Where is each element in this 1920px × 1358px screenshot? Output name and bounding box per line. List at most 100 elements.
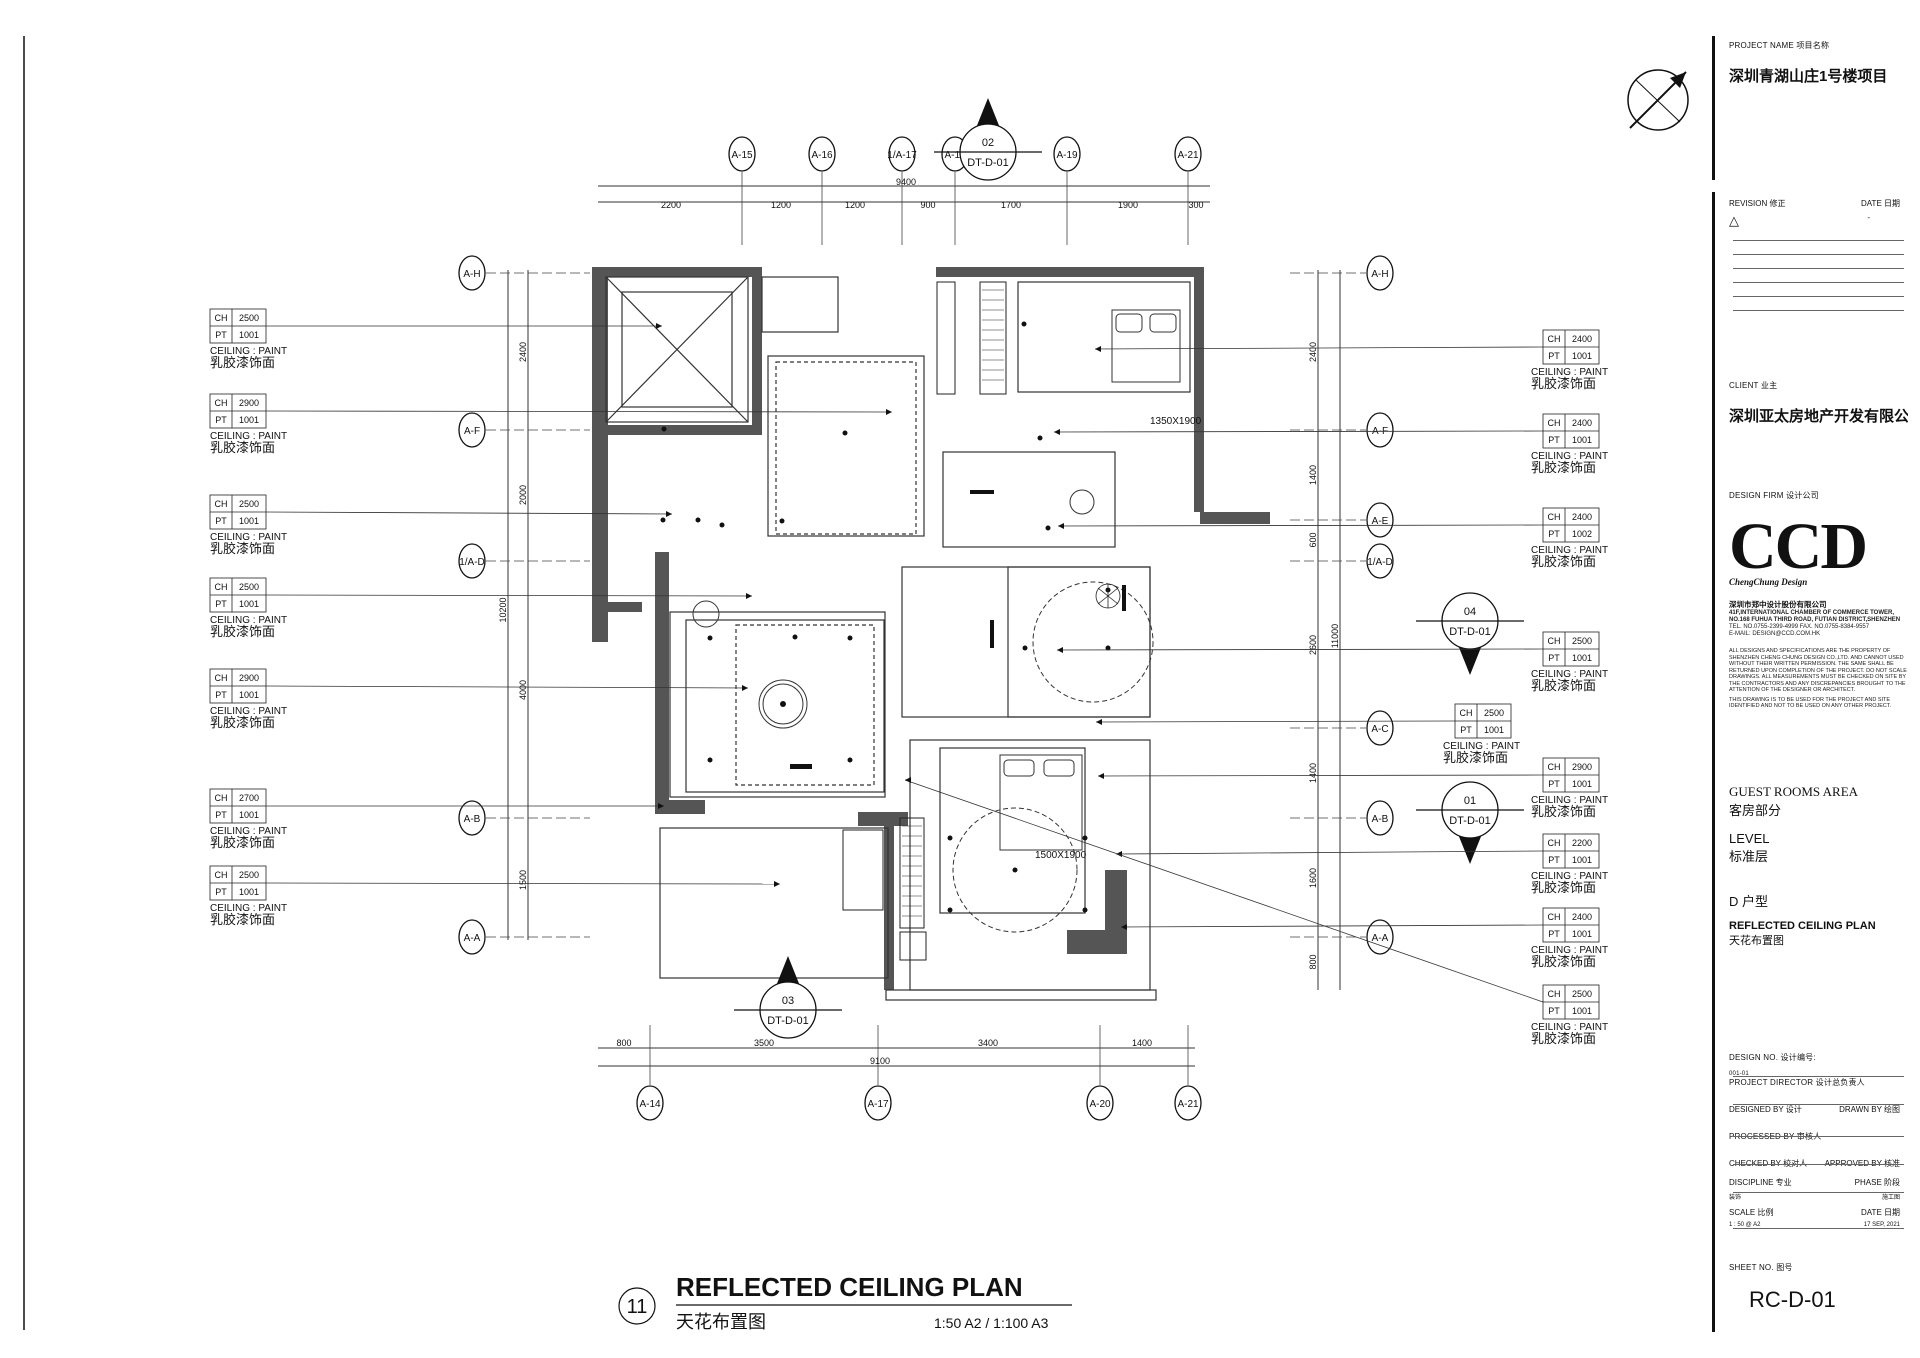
tag-pt-value: 1001 <box>1572 855 1592 865</box>
tag-arrow-icon <box>1121 924 1127 930</box>
plant-icon <box>1095 583 1121 609</box>
tag-pt-label: PT <box>215 887 227 897</box>
tag-ch-label: CH <box>1548 512 1561 522</box>
revision-section: REVISION 修正 DATE 日期 △ - <box>1712 192 1908 404</box>
tag-ceiling-cn: 乳胶漆饰面 <box>210 624 275 639</box>
grid-bubble <box>1366 543 1394 579</box>
tag-ceiling-cn: 乳胶漆饰面 <box>1531 554 1596 569</box>
tag-ceiling-cn: 乳胶漆饰面 <box>1443 750 1508 765</box>
grid-label: A-15 <box>731 150 753 161</box>
tag-ceiling-cn: 乳胶漆饰面 <box>1531 954 1596 969</box>
grid-label: A-C <box>1371 724 1388 735</box>
section-number: 03 <box>782 995 794 1007</box>
tag-ceiling-en: CEILING : PAINT <box>210 615 287 626</box>
tag-leader <box>1057 524 1544 527</box>
tag-ch-label: CH <box>215 499 228 509</box>
designed-by-label: DESIGNED BY 设计 <box>1729 1105 1802 1114</box>
grid-bubble <box>1086 1085 1114 1121</box>
unit-type: D 户型 <box>1729 894 1769 909</box>
firm-disclaimer-2: THIS DRAWING IS TO BE USED FOR THE PROJE… <box>1729 696 1892 710</box>
dimension-top: 2200 <box>661 200 681 210</box>
grid-label: 1/A-17 <box>887 150 917 161</box>
drawing-scale: 1:50 A2 / 1:100 A3 <box>934 1315 1049 1331</box>
grid-label: A-19 <box>1056 150 1078 161</box>
dimension-bottom-total: 9100 <box>870 1056 890 1066</box>
grid-bubble <box>458 800 486 836</box>
tag-ceiling-en: CEILING : PAINT <box>1531 795 1608 806</box>
wardrobes <box>842 281 1007 961</box>
dimension-right-total: 11000 <box>1330 624 1340 648</box>
tag-ceiling-cn: 乳胶漆饰面 <box>210 715 275 730</box>
tag-ceiling-en: CEILING : PAINT <box>1531 1022 1608 1033</box>
grid-label: A-E <box>1372 516 1389 527</box>
grid-bubble <box>728 136 756 172</box>
tag-pt-value: 1001 <box>239 887 259 897</box>
tag-ch-value: 2200 <box>1572 838 1592 848</box>
approvals-section: DESIGN NO. 设计编号: 001-01 PROJECT DIRECTOR… <box>1712 1048 1908 1304</box>
dimension-top: 1200 <box>771 200 791 210</box>
tag-ch-value: 2400 <box>1572 334 1592 344</box>
area-cn: 客房部分 <box>1729 803 1782 818</box>
tag-ceiling-cn: 乳胶漆饰面 <box>1531 678 1596 693</box>
section-reference: DT-D-01 <box>967 157 1009 169</box>
warning-triangle-icon: △ <box>1729 213 1739 228</box>
tag-pt-value: 1001 <box>1572 435 1592 445</box>
tag-ch-value: 2500 <box>1572 636 1592 646</box>
dimension-bottom: 3500 <box>754 1038 774 1048</box>
tag-pt-label: PT <box>215 516 227 526</box>
tag-ch-label: CH <box>215 870 228 880</box>
tag-ceiling-cn: 乳胶漆饰面 <box>1531 804 1596 819</box>
dimension-left: 4000 <box>518 680 528 700</box>
grid-bubble <box>1366 412 1394 448</box>
tag-ch-label: CH <box>1548 762 1561 772</box>
date-value: 17 SEP, 2021 <box>1863 1222 1900 1228</box>
dimension-top: 1900 <box>1118 200 1138 210</box>
tag-ch-label: CH <box>1460 708 1473 718</box>
tag-pt-label: PT <box>1548 1006 1560 1016</box>
drawing-title-en: REFLECTED CEILING PLAN <box>676 1272 1023 1302</box>
design-no-label: DESIGN NO. 设计编号: <box>1729 1053 1816 1062</box>
dimension-left: 1500 <box>518 870 528 890</box>
firm-tel: TEL. NO.0755-2399-4999 FAX. NO.0755-8384… <box>1729 624 1870 630</box>
drawn-by-label: DRAWN BY 绘图 <box>1839 1105 1900 1114</box>
tag-leader <box>265 410 893 413</box>
section-arrow-icon <box>1458 834 1482 864</box>
project-section: PROJECT NAME 项目名称 深圳青湖山庄1号楼项目 <box>1712 36 1908 180</box>
level-en: LEVEL <box>1729 831 1770 846</box>
firm-label: DESIGN FIRM 设计公司 <box>1729 491 1819 500</box>
ceiling-features <box>692 489 1154 933</box>
tag-arrow-icon <box>886 409 892 415</box>
tag-ch-value: 2900 <box>239 673 259 683</box>
tag-ceiling-en: CEILING : PAINT <box>210 706 287 717</box>
grid-bubble <box>808 136 836 172</box>
tag-pt-value: 1001 <box>239 599 259 609</box>
dimension-top-total: 9400 <box>896 177 916 187</box>
tag-pt-value: 1001 <box>239 810 259 820</box>
tag-leader <box>1115 850 1544 855</box>
tag-arrow-icon <box>1116 851 1122 857</box>
grid-bubble <box>1174 1085 1202 1121</box>
tag-ceiling-en: CEILING : PAINT <box>210 346 287 357</box>
project-label: PROJECT NAME 项目名称 <box>1729 41 1830 50</box>
dimension-right: 600 <box>1308 532 1318 547</box>
tag-pt-label: PT <box>215 690 227 700</box>
tag-leader <box>904 779 1544 1003</box>
grid-bubble <box>458 255 486 291</box>
dimension-right: 1400 <box>1308 763 1318 783</box>
tag-ceiling-en: CEILING : PAINT <box>210 903 287 914</box>
dimension-top: 1700 <box>1001 200 1021 210</box>
level-cn: 标准层 <box>1729 849 1769 864</box>
tag-ch-label: CH <box>215 673 228 683</box>
tag-arrow-icon <box>1058 523 1064 529</box>
tag-ch-label: CH <box>1548 636 1561 646</box>
tag-pt-label: PT <box>215 415 227 425</box>
date-label-2: DATE 日期 <box>1861 1208 1900 1217</box>
tag-ceiling-en: CEILING : PAINT <box>1531 545 1608 556</box>
sheet-no-label: SHEET NO. 图号 <box>1729 1263 1793 1272</box>
tag-ch-value: 2400 <box>1572 512 1592 522</box>
